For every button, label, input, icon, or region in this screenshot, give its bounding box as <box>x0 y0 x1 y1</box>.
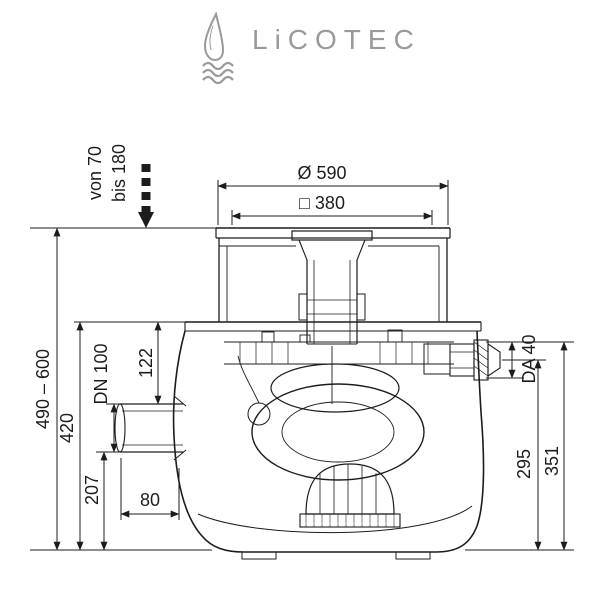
dim-label-square: □ 380 <box>299 193 345 213</box>
inlet-funnel-pipe <box>291 230 373 345</box>
cover-assembly <box>215 227 451 322</box>
outlet-connector-da40 <box>449 339 501 381</box>
tank-shell <box>172 330 485 560</box>
dim-label-dn100: DN 100 <box>91 343 111 404</box>
dimension-lines <box>30 180 574 551</box>
logo-brand: LiCOTEC <box>252 24 421 55</box>
tank-rim <box>184 321 482 332</box>
dimension-labels: von 70 bis 180 Ø 590 □ 380 490 – 600 420… <box>33 144 562 510</box>
dim-label-351: 351 <box>542 446 562 476</box>
dim-label-diameter: Ø 590 <box>297 163 346 183</box>
dim-label-cover-range-2: bis 180 <box>109 144 129 202</box>
dim-label-122: 122 <box>136 348 156 378</box>
licotec-drop-water-icon <box>202 12 234 85</box>
cover-adjust-arrow <box>138 164 154 228</box>
mechanism-band <box>224 329 454 365</box>
dim-label-80: 80 <box>140 490 160 510</box>
dim-label-420: 420 <box>57 413 77 443</box>
dim-label-295: 295 <box>514 449 534 479</box>
pump-assembly <box>237 343 451 481</box>
bottom-dome-valve <box>299 463 401 528</box>
dim-label-207: 207 <box>82 475 102 505</box>
dim-label-height-range: 490 – 600 <box>33 349 53 429</box>
dim-label-cover-range-1: von 70 <box>85 146 105 200</box>
dim-label-da40: DA 40 <box>519 334 539 383</box>
logo: LiCOTEC <box>200 12 421 88</box>
